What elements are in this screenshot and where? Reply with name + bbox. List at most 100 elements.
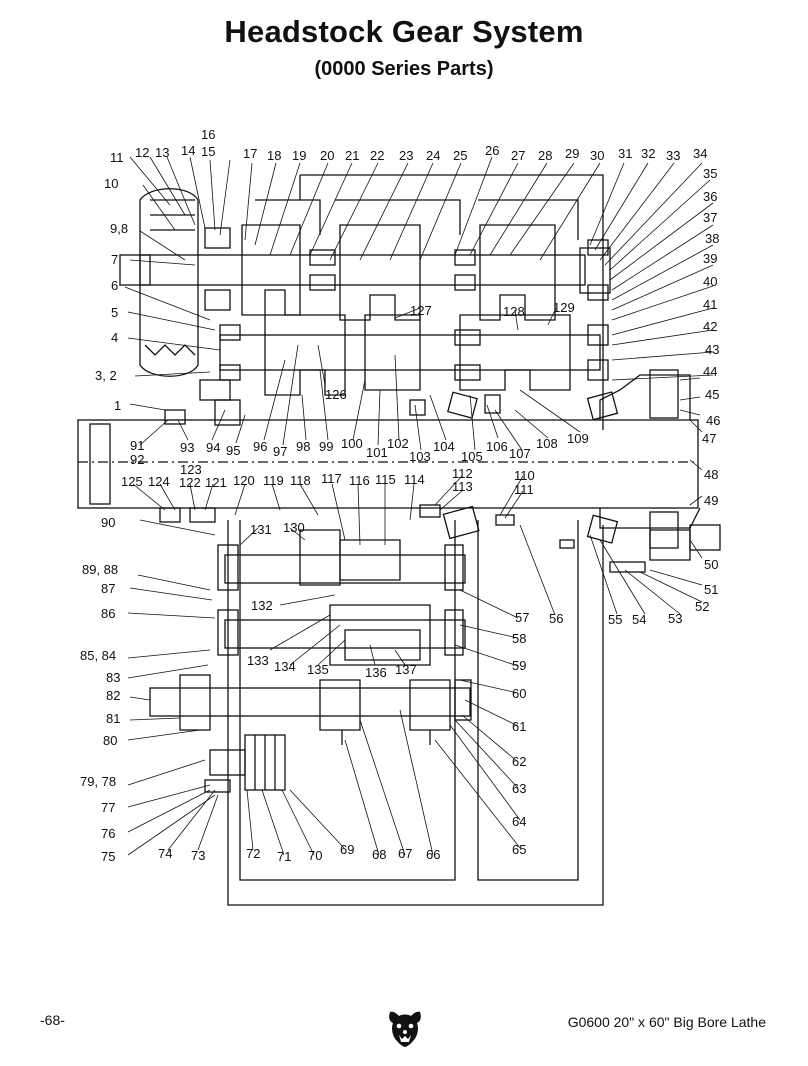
callout-label: 25 — [453, 148, 467, 163]
callout-label: 13 — [155, 145, 169, 160]
callout-label: 108 — [536, 436, 558, 451]
callout-label: 72 — [246, 846, 260, 861]
callout-label: 1 — [114, 398, 121, 413]
callout-label: 21 — [345, 148, 359, 163]
callout-label: 103 — [409, 449, 431, 464]
callout-label: 101 — [366, 445, 388, 460]
callout-label: 119 — [263, 473, 284, 488]
callout-label: 65 — [512, 842, 526, 857]
callout-label: 87 — [101, 581, 115, 596]
callout-label: 93 — [180, 440, 194, 455]
callout-label: 137 — [395, 662, 417, 677]
callout-label: 92 — [130, 452, 144, 467]
callout-label: 3, 2 — [95, 368, 117, 383]
callout-label: 73 — [191, 848, 205, 863]
callout-label: 50 — [704, 557, 718, 572]
callout-label: 34 — [693, 146, 707, 161]
callout-label: 127 — [410, 303, 432, 318]
callout-label: 110 — [514, 468, 535, 483]
leader-lines — [124, 156, 714, 856]
callout-label: 125 — [121, 474, 143, 489]
page-number: -68- — [40, 1012, 65, 1028]
diagram-drawing — [77, 174, 721, 906]
bear-head-icon — [389, 1011, 421, 1047]
callout-label: 79, 78 — [80, 774, 116, 789]
callout-label: 75 — [101, 849, 115, 864]
callout-label: 102 — [387, 436, 409, 451]
callout-label: 49 — [704, 493, 718, 508]
callout-label: 30 — [590, 148, 604, 163]
callout-label: 118 — [290, 473, 311, 488]
callout-label: 94 — [206, 440, 220, 455]
callout-label: 36 — [703, 189, 717, 204]
callout-label: 62 — [512, 754, 526, 769]
callout-label: 44 — [703, 364, 717, 379]
callout-label: 54 — [632, 612, 646, 627]
callout-label: 22 — [370, 148, 384, 163]
callout-label: 129 — [553, 300, 575, 315]
callout-label: 41 — [703, 297, 717, 312]
callout-label: 27 — [511, 148, 525, 163]
callout-label: 6 — [111, 278, 118, 293]
callout-label: 76 — [101, 826, 115, 841]
callout-label: 68 — [372, 847, 386, 862]
callout-label: 38 — [705, 231, 719, 246]
callout-label: 31 — [618, 146, 632, 161]
callout-label: 12 — [135, 145, 149, 160]
callout-label: 126 — [325, 387, 347, 402]
callout-label: 4 — [111, 330, 118, 345]
callout-label: 23 — [399, 148, 413, 163]
callout-label: 112 — [452, 466, 473, 481]
callout-label: 58 — [512, 631, 526, 646]
callout-label: 107 — [509, 446, 531, 461]
callout-label: 17 — [243, 146, 257, 161]
callout-label: 135 — [307, 662, 329, 677]
callout-label: 15 — [201, 144, 215, 159]
callout-label: 98 — [296, 439, 310, 454]
callout-label: 131 — [250, 522, 272, 537]
callout-label: 70 — [308, 848, 322, 863]
callout-label: 83 — [106, 670, 120, 685]
callout-label: 16 — [201, 127, 215, 142]
callout-label: 51 — [704, 582, 718, 597]
callout-label: 42 — [703, 319, 717, 334]
callout-label: 105 — [461, 449, 483, 464]
callout-label: 130 — [283, 520, 305, 535]
callout-label: 63 — [512, 781, 526, 796]
callout-label: 18 — [267, 148, 281, 163]
callout-label: 96 — [253, 439, 267, 454]
callout-label: 81 — [106, 711, 120, 726]
callout-label: 32 — [641, 146, 655, 161]
callout-label: 37 — [703, 210, 717, 225]
callout-label: 123 — [180, 462, 202, 477]
callout-label: 136 — [365, 665, 387, 680]
callout-label: 74 — [158, 846, 172, 861]
callout-label: 99 — [319, 439, 333, 454]
callout-label: 48 — [704, 467, 718, 482]
callout-label: 10 — [104, 176, 118, 191]
callout-label: 117 — [321, 471, 342, 486]
callout-label: 59 — [512, 658, 526, 673]
callout-label: 61 — [512, 719, 526, 734]
callout-label: 133 — [247, 653, 269, 668]
callout-label: 97 — [273, 444, 287, 459]
callout-label: 104 — [433, 439, 455, 454]
callout-label: 24 — [426, 148, 440, 163]
callout-label: 134 — [274, 659, 296, 674]
callout-label: 121 — [205, 475, 227, 490]
callout-label: 91 — [130, 438, 144, 453]
callout-label: 128 — [503, 304, 525, 319]
callout-label: 114 — [404, 472, 425, 487]
callout-label: 80 — [103, 733, 117, 748]
callout-label: 53 — [668, 611, 682, 626]
page-title: Headstock Gear System — [224, 14, 584, 49]
callout-label: 67 — [398, 846, 412, 861]
callout-label: 26 — [485, 143, 499, 158]
callout-label: 19 — [292, 148, 306, 163]
callout-label: 69 — [340, 842, 354, 857]
callout-label: 20 — [320, 148, 334, 163]
callout-label: 95 — [226, 443, 240, 458]
callout-label: 57 — [515, 610, 529, 625]
